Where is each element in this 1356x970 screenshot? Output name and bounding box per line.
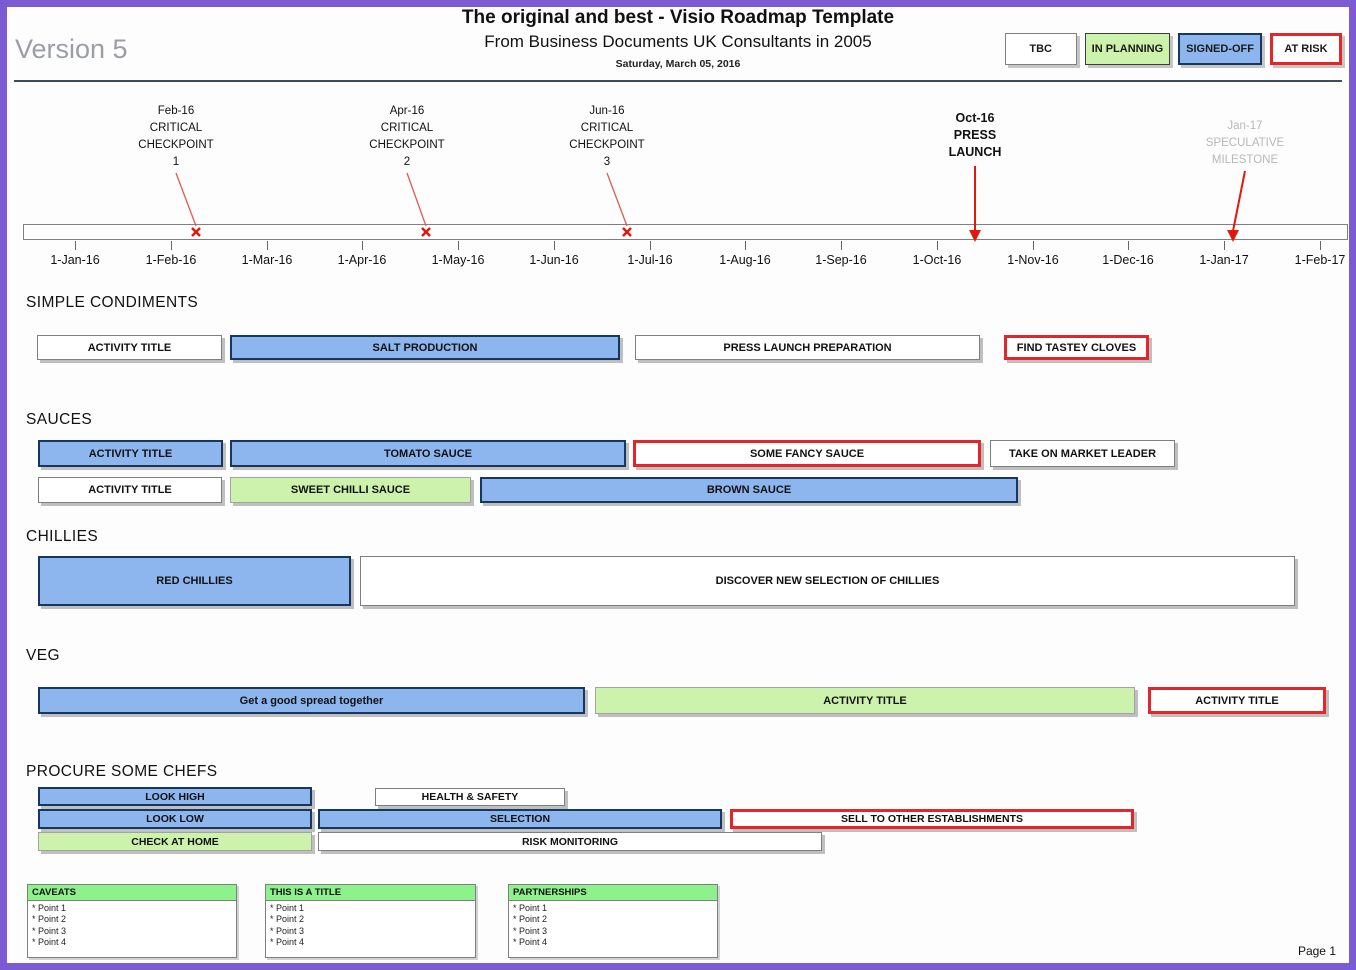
- milestone-label-jan-17: Jan-17 SPECULATIVE MILESTONE: [1205, 120, 1285, 166]
- bar-salt-production[interactable]: SALT PRODUCTION: [230, 335, 620, 360]
- note-point: * Point 2: [32, 914, 67, 924]
- bar-activity-title[interactable]: ACTIVITY TITLE: [38, 440, 223, 467]
- bar-get-a-good-spread-together[interactable]: Get a good spread together: [38, 687, 585, 714]
- legend-at-risk[interactable]: AT RISK: [1270, 33, 1342, 65]
- bar-health-safety[interactable]: HEALTH & SAFETY: [375, 788, 565, 806]
- note-point: * Point 2: [270, 914, 305, 924]
- note-point: * Point 3: [32, 925, 67, 936]
- timeline-tick: [745, 241, 746, 250]
- timeline-tick: [1128, 241, 1129, 250]
- bar-take-on-market-leader[interactable]: TAKE ON MARKET LEADER: [990, 440, 1175, 467]
- note-point: * Point 4: [32, 937, 67, 947]
- bar-brown-sauce[interactable]: BROWN SAUCE: [480, 477, 1018, 503]
- note-point: * Point 4: [270, 937, 305, 947]
- timeline-tick: [937, 241, 938, 250]
- section-label-chillies: CHILLIES: [26, 528, 99, 545]
- note-point: * Point 3: [513, 925, 548, 936]
- timeline-month-label: 1-Apr-16: [337, 253, 387, 267]
- note-point: * Point 1: [270, 902, 305, 913]
- document-date: Saturday, March 05, 2016: [615, 58, 741, 70]
- legend-signed-off[interactable]: SIGNED-OFF: [1178, 33, 1262, 65]
- timeline-tick: [841, 241, 842, 250]
- bar-sweet-chilli-sauce[interactable]: SWEET CHILLI SAUCE: [230, 477, 471, 503]
- header-divider: [14, 80, 1342, 82]
- bar-press-launch-preparation[interactable]: PRESS LAUNCH PREPARATION: [635, 335, 980, 360]
- bar-activity-title[interactable]: ACTIVITY TITLE: [37, 335, 222, 360]
- note-point: * Point 1: [32, 902, 67, 913]
- timeline-month-label: 1-Jul-16: [627, 253, 673, 267]
- note-box-partnerships[interactable]: PARTNERSHIPS* Point 1* Point 2* Point 3*…: [508, 884, 718, 958]
- timeline-tick: [554, 241, 555, 250]
- note-point: * Point 2: [513, 914, 548, 924]
- bar-activity-title[interactable]: ACTIVITY TITLE: [595, 687, 1135, 714]
- timeline-tick: [1033, 241, 1034, 250]
- milestone-label-apr-16: Apr-16 CRITICAL CHECKPOINT 2: [369, 105, 445, 168]
- note-box-caveats[interactable]: CAVEATS* Point 1* Point 2* Point 3* Poin…: [27, 884, 237, 958]
- timeline-month-label: 1-Dec-16: [1102, 253, 1154, 267]
- timeline-month-label: 1-Feb-16: [145, 253, 197, 267]
- version-label: Version 5: [15, 34, 128, 64]
- timeline-month-label: 1-Jan-17: [1199, 253, 1249, 267]
- timeline-tick: [75, 241, 76, 250]
- note-point: * Point 3: [270, 925, 305, 936]
- timeline-tick: [458, 241, 459, 250]
- timeline-tick: [171, 241, 172, 250]
- legend-tbc[interactable]: TBC: [1004, 33, 1077, 65]
- timeline-tick: [267, 241, 268, 250]
- bar-look-high[interactable]: LOOK HIGH: [38, 787, 312, 806]
- section-label-sauces: SAUCES: [26, 411, 93, 428]
- note-box-this-is-a-title[interactable]: THIS IS A TITLE* Point 1* Point 2* Point…: [265, 884, 476, 958]
- bar-risk-monitoring[interactable]: RISK MONITORING: [318, 832, 822, 851]
- timeline-tick: [650, 241, 651, 250]
- milestone-label-oct-16: Oct-16 PRESS LAUNCH: [948, 111, 1002, 159]
- timeline-month-label: 1-Jun-16: [529, 253, 579, 267]
- milestone-label-feb-16: Feb-16 CRITICAL CHECKPOINT 1: [138, 105, 214, 168]
- bar-activity-title[interactable]: ACTIVITY TITLE: [38, 477, 222, 503]
- timeline-month-label: 1-Mar-16: [241, 253, 293, 267]
- section-label-veg: VEG: [26, 647, 60, 664]
- timeline-month-label: 1-Sep-16: [815, 253, 867, 267]
- page-title: The original and best - Visio Roadmap Te…: [461, 7, 895, 28]
- timeline-month-label: 1-Aug-16: [719, 253, 771, 267]
- bar-red-chillies[interactable]: RED CHILLIES: [38, 556, 351, 606]
- timeline-month-label: 1-Jan-16: [50, 253, 100, 267]
- legend-in-planning[interactable]: IN PLANNING: [1084, 33, 1171, 65]
- timeline-tick: [362, 241, 363, 250]
- timeline-tick: [1320, 241, 1321, 250]
- note-point: * Point 4: [513, 937, 548, 947]
- timeline-bar: [23, 224, 1348, 240]
- timeline-month-label: 1-Feb-17: [1294, 253, 1346, 267]
- bar-sell-to-other-establishments[interactable]: SELL TO OTHER ESTABLISHMENTS: [730, 809, 1134, 829]
- bar-tomato-sauce[interactable]: TOMATO SAUCE: [230, 440, 626, 467]
- timeline-tick: [1224, 241, 1225, 250]
- bar-activity-title[interactable]: ACTIVITY TITLE: [1148, 687, 1326, 714]
- note-title: PARTNERSHIPS: [509, 885, 717, 901]
- timeline-month-label: 1-Nov-16: [1007, 253, 1059, 267]
- milestone-label-jun-16: Jun-16 CRITICAL CHECKPOINT 3: [569, 105, 645, 168]
- timeline-month-label: 1-Oct-16: [912, 253, 962, 267]
- note-title: THIS IS A TITLE: [266, 885, 475, 901]
- note-title: CAVEATS: [28, 885, 236, 901]
- page-number: Page 1: [1297, 944, 1336, 958]
- bar-find-tastey-cloves[interactable]: FIND TASTEY CLOVES: [1004, 335, 1149, 360]
- bar-look-low[interactable]: LOOK LOW: [38, 809, 312, 829]
- bar-selection[interactable]: SELECTION: [318, 809, 722, 829]
- bar-discover-new-selection-of-chillies[interactable]: DISCOVER NEW SELECTION OF CHILLIES: [360, 556, 1295, 606]
- bar-check-at-home[interactable]: CHECK AT HOME: [38, 832, 312, 851]
- section-label-procure-some-chefs: PROCURE SOME CHEFS: [26, 763, 218, 780]
- timeline-month-label: 1-May-16: [431, 253, 485, 267]
- bar-some-fancy-sauce[interactable]: SOME FANCY SAUCE: [633, 440, 981, 467]
- page-subtitle: From Business Documents UK Consultants i…: [484, 32, 872, 51]
- note-point: * Point 1: [513, 902, 548, 913]
- section-label-simple-condiments: SIMPLE CONDIMENTS: [26, 294, 199, 311]
